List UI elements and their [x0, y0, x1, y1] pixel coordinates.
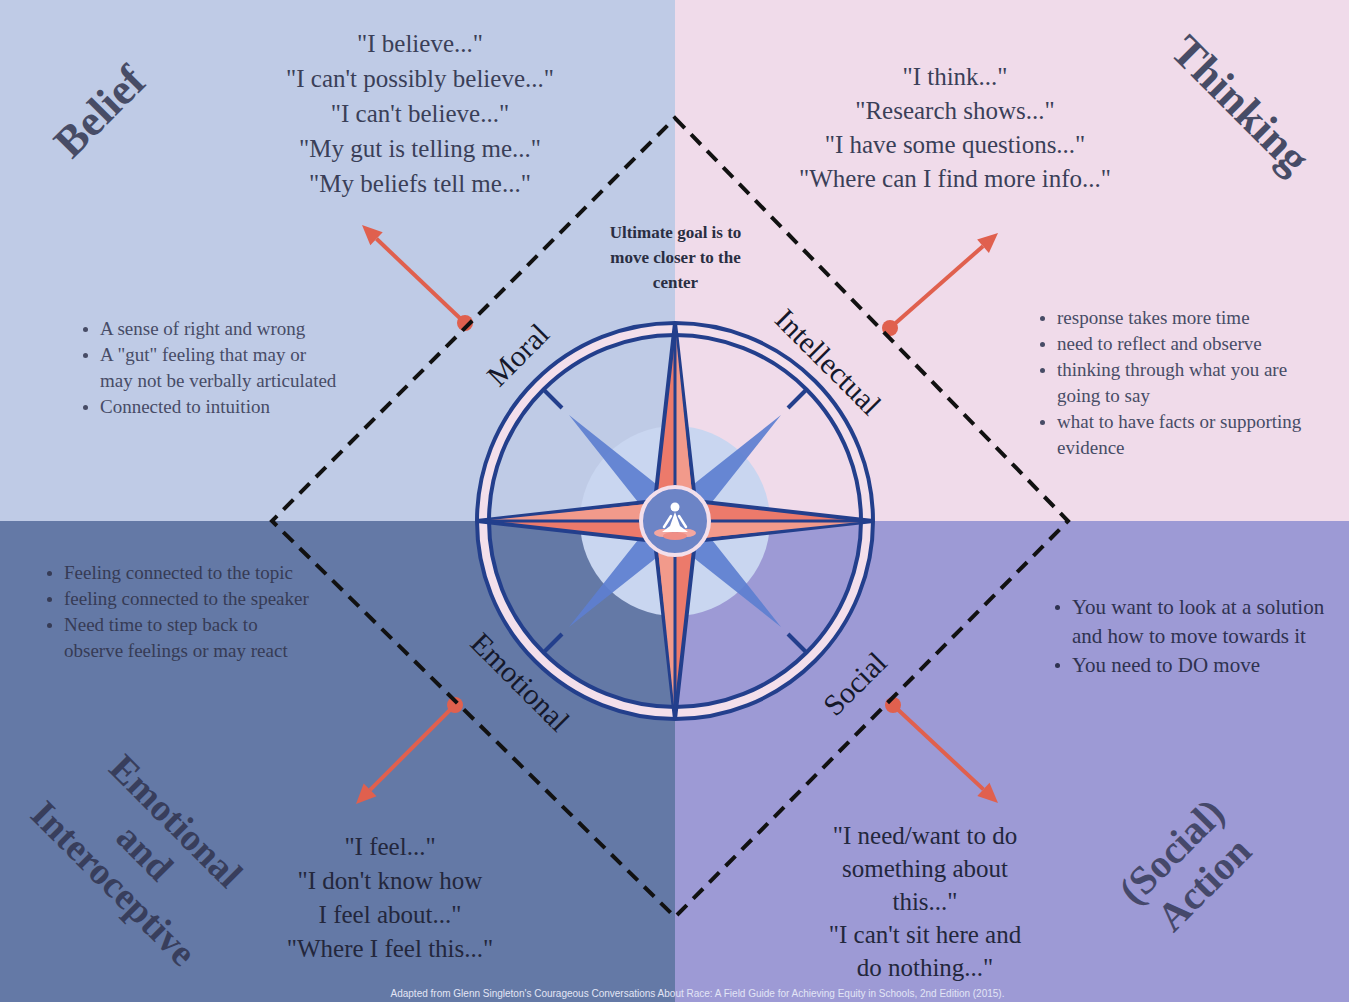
compass-ring [483, 329, 867, 713]
star-facet [481, 503, 675, 521]
compass-tick [544, 390, 563, 409]
bullet-list: You want to look at a solution and how t… [1050, 593, 1330, 680]
compass-midline [674, 323, 677, 719]
bullet-item: Feeling connected to the topic [42, 560, 314, 586]
lotus-petal [678, 529, 696, 537]
compass-tick [788, 634, 807, 653]
quote-text: "I need/want to do something about this.… [825, 819, 1025, 918]
emotional-quadrant: Feeling connected to the topicfeeling co… [0, 521, 675, 1002]
arrow-head [977, 783, 998, 803]
text-column: "I need/want to do something about this.… [825, 819, 1025, 984]
compass-ticks [544, 390, 807, 653]
edge-label: Moral [480, 317, 556, 393]
quote-text: "I feel..." [245, 830, 535, 864]
star-facet [657, 521, 675, 715]
compass-tick [788, 390, 807, 409]
bullet-item: response takes more time [1035, 305, 1335, 331]
bullet-item: A "gut" feeling that may or may not be v… [78, 342, 340, 394]
compass-diagonal-star [569, 415, 781, 627]
figure-head [671, 503, 680, 512]
arrow-line [377, 239, 466, 323]
action-quadrant: You want to look at a solution and how t… [675, 521, 1349, 1002]
text-column: "I think...""Research shows...""I have s… [745, 60, 1165, 196]
belief-quadrant: Belief "I believe...""I can't possibly be… [0, 0, 675, 521]
quote-text: "I can't believe..." [200, 96, 640, 131]
text-column: "I feel...""I don't know how I feel abou… [245, 830, 535, 966]
quote-text: "My gut is telling me..." [200, 131, 640, 166]
bullet-item: A sense of right and wrong [78, 316, 340, 342]
meditation-figure [654, 503, 696, 541]
arrow-head [977, 233, 998, 253]
arrows [356, 225, 998, 804]
bullet-item: Need time to step back to observe feelin… [42, 612, 314, 664]
text-column: Ultimate goal is to move closer to the c… [593, 220, 758, 295]
star-facet [675, 327, 693, 521]
quote-text: "I believe..." [200, 26, 640, 61]
quadrant-heading: Belief [44, 56, 155, 167]
edge-label: Emotional [464, 626, 576, 738]
bullet-item: thinking through what you are going to s… [1035, 357, 1335, 409]
bullet-list: A sense of right and wrongA "gut" feelin… [78, 316, 340, 420]
compass-glow [580, 426, 770, 616]
bullet-item: what to have facts or supporting evidenc… [1035, 409, 1335, 461]
bullet-item: feeling connected to the speaker [42, 586, 314, 612]
arrow-head [362, 225, 383, 245]
bullet-list: Feeling connected to the topicfeeling co… [42, 560, 314, 664]
quote-text: "I don't know how I feel about..." [294, 864, 486, 932]
quote-text: "Where can I find more info..." [745, 162, 1165, 196]
thinking-quadrant: Thinking"I think...""Research shows...""… [675, 0, 1349, 521]
arrow-line [893, 705, 983, 789]
quote-text: "My beliefs tell me..." [200, 166, 640, 201]
quote-text: "I have some questions..." [745, 128, 1165, 162]
compass-midline [477, 520, 873, 523]
quadrant-heading: (Social) Action [1085, 765, 1291, 971]
diamond-dashed-line [272, 118, 1068, 917]
compass-tick [544, 634, 563, 653]
figure-arms [664, 516, 686, 527]
bullet-list: response takes more timeneed to reflect … [1035, 305, 1335, 461]
bullet-item: You need to DO move [1050, 651, 1330, 680]
compass-star-shading [481, 327, 869, 715]
arrow-head [356, 784, 377, 805]
compass-center [641, 487, 709, 555]
quote-text: "I think..." [745, 60, 1165, 94]
arrow-line [370, 705, 455, 790]
quote-text: "I can't possibly believe..." [200, 61, 640, 96]
quadrant-heading: Thinking [1161, 26, 1319, 184]
bullet-item: need to reflect and observe [1035, 331, 1335, 357]
compass-ring-inner [489, 335, 861, 707]
text-column: "I believe...""I can't possibly believe.… [200, 26, 640, 201]
compass-star [477, 323, 873, 719]
quote-text: "Research shows..." [745, 94, 1165, 128]
caption-holder: Adapted from Glenn Singleton's Courageou… [46, 988, 1349, 1000]
quote-text: "I can't sit here and do nothing..." [825, 918, 1025, 984]
lotus-petal [663, 532, 687, 540]
compass-ring-outer [477, 323, 873, 719]
quote-text: "Where I feel this..." [245, 932, 535, 966]
bullet-item: You want to look at a solution and how t… [1050, 593, 1330, 651]
caption: Adapted from Glenn Singleton's Courageou… [46, 988, 1349, 1000]
arrow-line [890, 246, 983, 328]
bullet-item: Connected to intuition [78, 394, 340, 420]
goal-diamond: Ultimate goal is to move closer to the c… [272, 118, 1068, 917]
figure-body [662, 512, 688, 532]
lotus-petal [654, 529, 672, 537]
goal-text: Ultimate goal is to move closer to the c… [593, 220, 758, 295]
quadrant-heading: Emotional and Interoceptive [18, 725, 273, 980]
star-facet [675, 521, 869, 539]
